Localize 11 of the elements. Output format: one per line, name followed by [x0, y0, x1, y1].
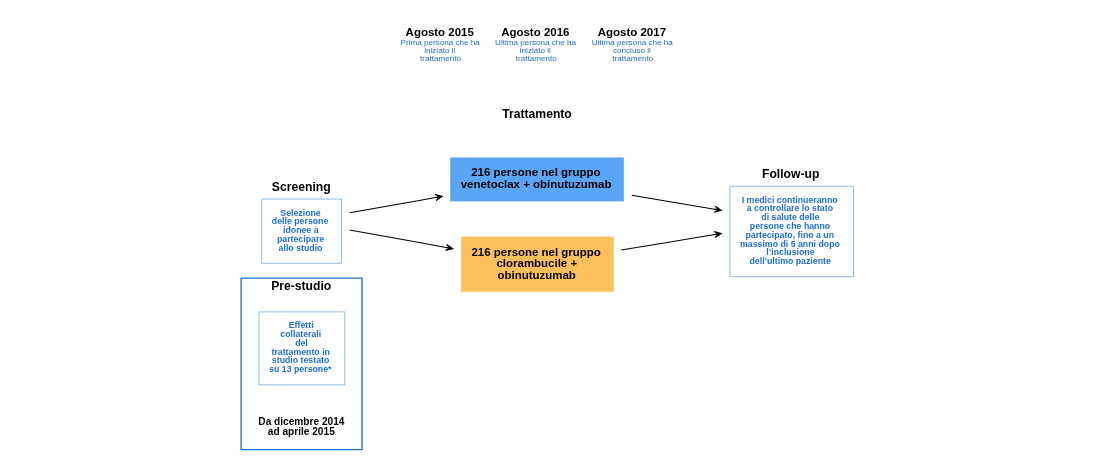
- arrow: [631, 194, 722, 213]
- arrow: [349, 193, 443, 214]
- node-label: Follow-up: [761, 166, 820, 181]
- label: Agosto 2017: [597, 25, 667, 38]
- label: Da dicembre 2014 ad aprile 2015: [258, 415, 345, 437]
- arrow: [620, 231, 722, 251]
- label: Agosto 2016: [501, 25, 570, 38]
- label: Agosto 2015: [405, 25, 474, 38]
- node-label: Screening: [271, 179, 331, 194]
- label: Trattamento: [502, 107, 572, 122]
- arrow: [349, 229, 454, 251]
